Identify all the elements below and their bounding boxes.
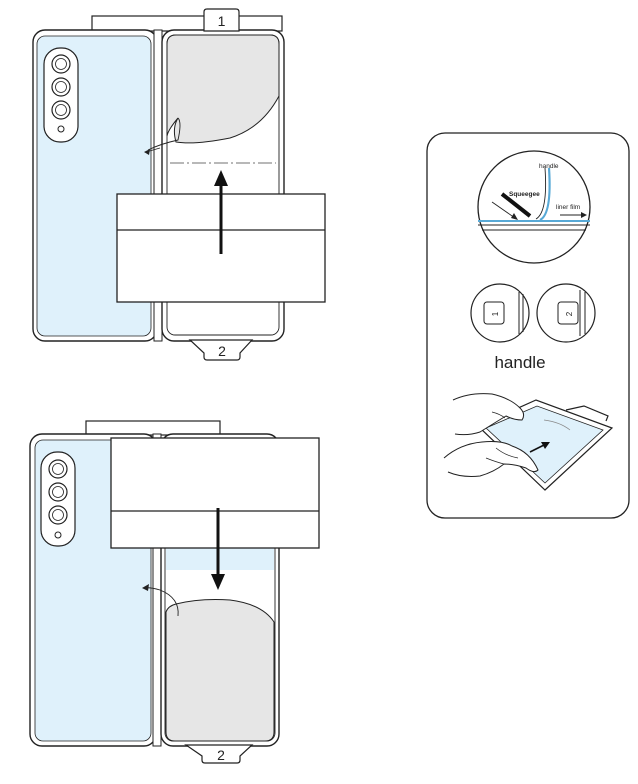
lower-hand [443, 441, 539, 477]
squeegee-detail-circle: Squeegee handle liner film [477, 150, 591, 264]
camera-lens-3 [51, 100, 71, 120]
step1-top-frame [91, 15, 283, 32]
step1-liner-curl [147, 117, 181, 151]
camera-lens-2 [48, 482, 68, 502]
handle-detail-left: 1 [470, 283, 530, 343]
step2-top-frame [85, 420, 221, 436]
step1-tab-top: 1 [203, 8, 240, 32]
hands-applying-illustration [443, 393, 614, 491]
squeegee-blade [500, 192, 532, 218]
squeegee-label: Squeegee [509, 191, 540, 198]
handle-detail-right: 2 [536, 283, 596, 343]
upper-hand [452, 393, 525, 436]
step2-squeegee-card [110, 437, 320, 549]
step2-applied-film [166, 548, 274, 570]
step1-up-arrow [214, 170, 228, 254]
step1-tab-bottom-label: 2 [218, 343, 226, 359]
step2-down-arrow [211, 508, 225, 590]
camera-lens-2 [51, 77, 71, 97]
step2-tab-bottom: 2 [184, 744, 254, 764]
camera-flash [57, 125, 65, 133]
camera-lens-1 [51, 54, 71, 74]
detail-panel: Squeegee handle liner film 1 2 handle [426, 132, 630, 519]
step2-camera-module [40, 451, 76, 547]
camera-lens-3 [48, 505, 68, 525]
step2-tab-bottom-label: 2 [217, 747, 225, 763]
handle-left-mark: 1 [491, 311, 500, 316]
camera-flash [54, 531, 62, 539]
liner-film-label: liner film [556, 204, 580, 211]
step1-camera-module [43, 47, 79, 143]
step1-tab-top-label: 1 [218, 13, 226, 29]
camera-lens-1 [48, 459, 68, 479]
step2-illustration: 2 [29, 420, 320, 764]
step1-illustration: 1 2 [32, 8, 326, 361]
handle-curve [539, 167, 551, 221]
handle-small-label: handle [539, 163, 559, 170]
handle-caption: handle [494, 353, 545, 372]
step2-peel-arrow [142, 584, 149, 591]
step1-tab-bottom: 2 [188, 339, 254, 361]
step2-liner-film [165, 599, 275, 742]
handle-right-mark: 2 [565, 311, 574, 316]
